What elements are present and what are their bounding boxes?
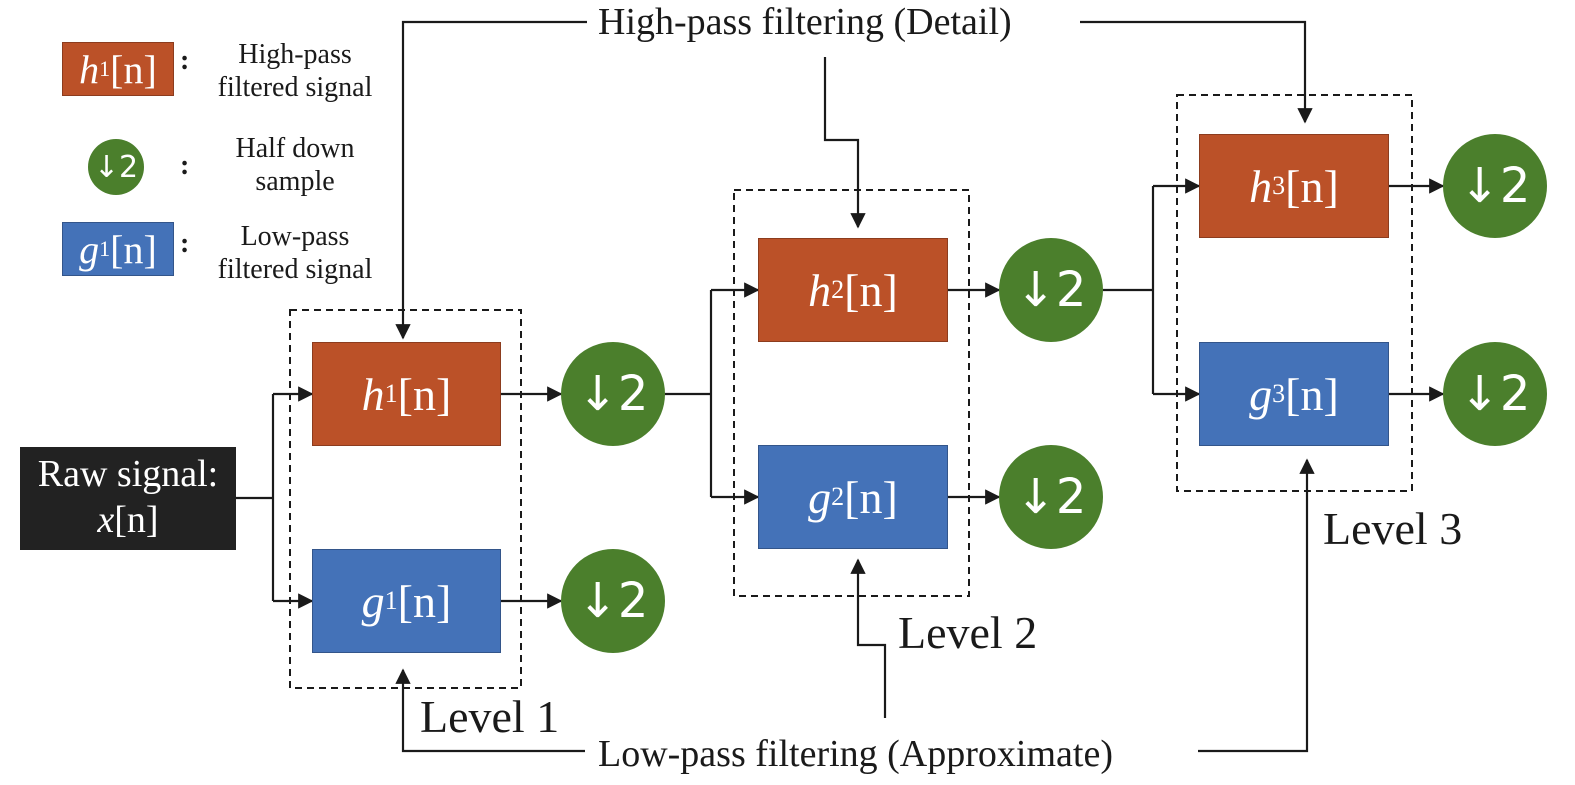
legend-downsample-line1: Half down: [235, 133, 355, 164]
legend-high-pass-text: High-pass filtered signal: [190, 38, 400, 104]
legend-low-pass-line1: Low-pass: [240, 221, 350, 252]
level-3-low-arg: [n]: [1285, 368, 1339, 420]
level-2-high-sub: 2: [831, 275, 845, 304]
level-1-high-sub: 1: [384, 379, 398, 408]
level-2-high-arg: [n]: [844, 264, 898, 316]
level-2-low-arg: [n]: [844, 471, 898, 523]
level-1-low-downsample: ↓2: [561, 549, 665, 653]
legend-high-pass-line2: filtered signal: [217, 72, 373, 103]
raw-signal-box: Raw signal: x[n]: [20, 447, 236, 550]
legend-colon-2: :: [180, 150, 190, 181]
raw-signal-arg: [n]: [114, 499, 159, 541]
legend-low-pass-arg: [n]: [110, 226, 157, 272]
level-3-low-sub: 3: [1272, 379, 1286, 408]
level-1-low-sub: 1: [384, 586, 398, 615]
raw-signal-var: x: [97, 499, 115, 541]
legend-colon-3: :: [180, 228, 190, 259]
legend-high-pass-line1: High-pass: [238, 39, 352, 70]
level-3-label: Level 3: [1323, 503, 1463, 554]
level-3-low-downsample: ↓2: [1443, 342, 1547, 446]
legend-colon-1: :: [180, 45, 190, 76]
legend-high-pass-arg: [n]: [110, 46, 157, 92]
legend-downsample-icon: ↓2: [88, 139, 144, 195]
level-2-low-sub: 2: [831, 482, 845, 511]
legend-downsample-text: Half down sample: [190, 132, 400, 198]
legend-low-pass-var: g: [79, 226, 100, 272]
level-3-low-var: g: [1249, 368, 1273, 420]
legend-low-pass-text: Low-pass filtered signal: [190, 220, 400, 286]
legend-high-pass-sub: 1: [99, 56, 111, 81]
level-2-low-var: g: [808, 471, 832, 523]
legend-low-pass-line2: filtered signal: [217, 254, 373, 285]
level-1-low-var: g: [361, 575, 385, 627]
level-2-frame: [733, 189, 970, 597]
level-3-high-downsample: ↓2: [1443, 134, 1547, 238]
level-1-high-arg: [n]: [397, 368, 452, 420]
level-2-high-downsample: ↓2: [999, 238, 1103, 342]
level-2-low-downsample: ↓2: [999, 445, 1103, 549]
raw-signal-expression: x[n]: [20, 497, 236, 543]
level-1-frame: [289, 309, 522, 689]
level-1-high-var: h: [361, 368, 385, 420]
level-1-low-arg: [n]: [397, 575, 452, 627]
level-1-label: Level 1: [420, 691, 560, 742]
level-2-high-var: h: [808, 264, 832, 316]
raw-signal-label: Raw signal:: [37, 453, 219, 495]
legend-low-pass-sub: 1: [99, 236, 111, 261]
level-3-high-sub: 3: [1272, 171, 1286, 200]
high-pass-title: High-pass filtering (Detail): [598, 1, 1012, 43]
low-pass-title: Low-pass filtering (Approximate): [598, 733, 1113, 775]
level-1-high-downsample: ↓2: [561, 342, 665, 446]
legend-high-pass-var: h: [79, 46, 100, 92]
level-3-frame: [1176, 94, 1413, 492]
legend-downsample-line2: sample: [255, 166, 335, 197]
level-2-label: Level 2: [898, 607, 1038, 658]
level-3-high-var: h: [1249, 160, 1273, 212]
level-3-high-arg: [n]: [1285, 160, 1339, 212]
